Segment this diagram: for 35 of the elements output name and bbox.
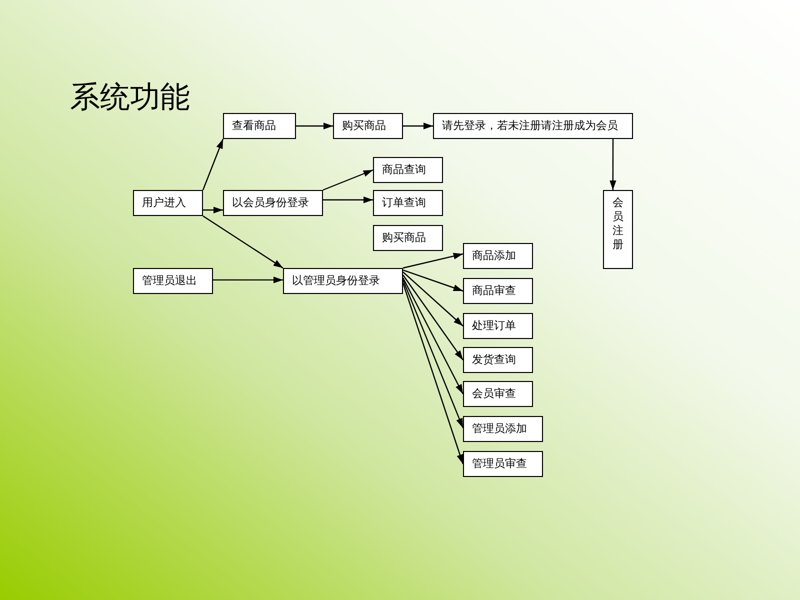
process-box: 以会员身份登录 [223,190,323,216]
process-box: 购买商品 [373,225,443,251]
process-box: 购买商品 [333,113,403,139]
arrow [402,271,464,326]
arrow [403,122,433,130]
process-box: 商品审查 [463,278,533,304]
process-box: 查看商品 [223,113,296,139]
process-box: 商品查询 [373,157,443,183]
process-box: 会员注册 [603,190,633,269]
arrow [203,206,223,214]
arrow [610,139,616,190]
process-box: 处理订单 [463,313,533,339]
process-box: 请先登录，若未注册请注册成为会员 [433,113,633,139]
arrow [402,274,464,360]
process-box: 管理员审查 [463,451,543,477]
arrow [402,280,464,428]
process-box: 用户进入 [133,190,203,216]
arrow [402,270,464,292]
process-box: 管理员退出 [133,268,213,294]
arrow [213,276,283,284]
process-box: 商品添加 [463,243,533,269]
arrow [323,196,373,204]
arrow [322,169,374,191]
process-box: 以管理员身份登录 [283,268,403,294]
arrow [202,216,284,268]
title: 系统功能 [70,79,190,117]
process-box: 订单查询 [373,190,443,216]
process-box: 会员审查 [463,381,533,407]
arrow [402,278,464,394]
arrow [296,122,333,130]
arrow [402,252,464,269]
arrow [202,138,224,190]
process-box: 发货查询 [463,347,533,373]
arrow [402,282,464,464]
process-box: 管理员添加 [463,416,543,442]
